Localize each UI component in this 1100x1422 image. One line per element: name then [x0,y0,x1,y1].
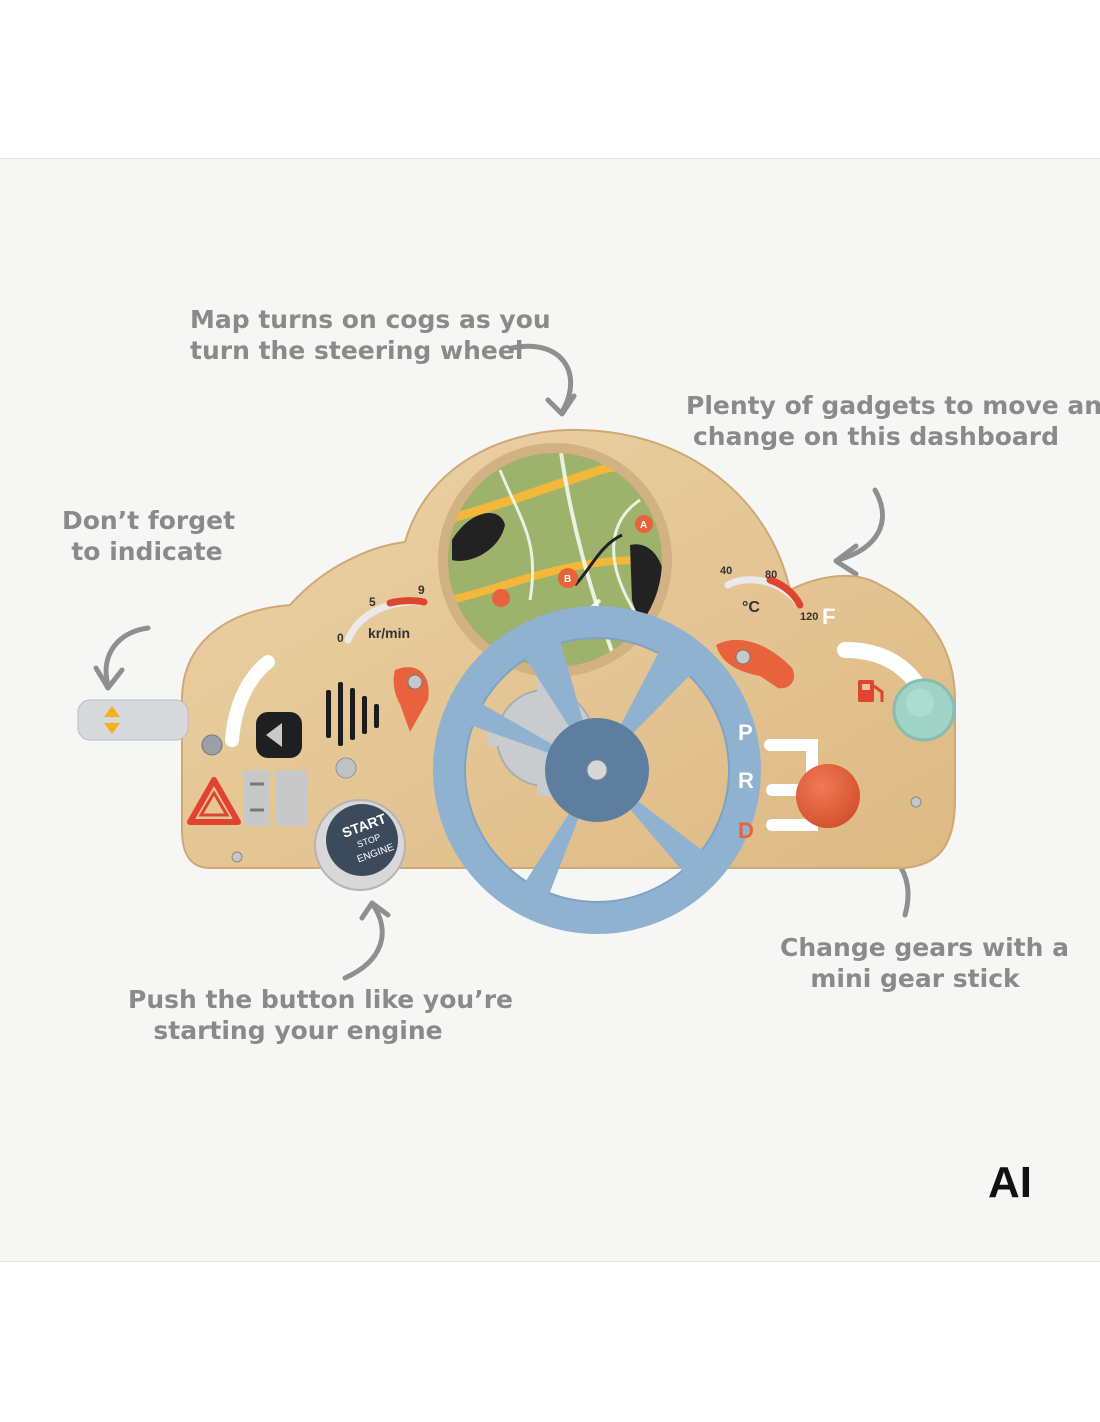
caption-indicate-line1: Don’t forget [62,506,236,535]
caption-map-line2: turn the steering wheel [190,336,524,365]
rpm-unit: kr/min [368,625,410,641]
arrow-gadgets [835,487,885,563]
start-engine-button [326,804,398,876]
steering-wheel [433,606,761,934]
caption-gears-line2: mini gear stick [810,964,1020,993]
fuel-icon [858,680,874,702]
arrow-map [509,343,574,415]
arrow-engine [342,902,385,981]
temp-tick-80: 80 [765,569,777,581]
temp-tick-120: 120 [800,611,818,623]
caption-gadgets: Plenty of gadgets to move and change on … [686,390,1100,452]
gear-r: R [738,768,754,793]
temp-tick-40: 40 [720,565,732,577]
rpm-tick-0: 0 [337,631,344,645]
hazard-icon [187,777,241,825]
caption-indicate-line2: to indicate [71,537,223,566]
gear-p: P [738,720,753,745]
gear-d: D [738,818,754,843]
map-marker-b: B [564,574,571,585]
indicator-lever [77,699,189,741]
screws [231,796,922,863]
caption-engine: Push the button like you’re starting you… [128,984,513,1046]
rpm-tick-5: 5 [369,595,376,609]
gear-stick-knob [796,764,860,828]
caption-gadgets-line2: change on this dashboard [692,422,1060,451]
fuel-full-label: F [822,604,835,629]
caption-gadgets-line1: Plenty of gadgets to move and [686,391,1100,420]
caption-map-line1: Map turns on cogs as you [190,305,551,334]
caption-map: Map turns on cogs as you turn the steeri… [190,304,551,366]
caption-indicate: Don’t forget to indicate [62,505,236,567]
temp-unit: °C [742,599,760,616]
speaker-grille [326,682,379,746]
caption-gears-line1: Change gears with a [780,933,1069,962]
caption-engine-line1: Push the button like you’re [128,985,513,1014]
ai-badge: AI [988,1158,1032,1207]
arrow-indicate [103,625,151,688]
caption-gears: Change gears with a mini gear stick [780,932,1069,994]
caption-engine-line2: starting your engine [153,1016,443,1045]
rpm-tick-9: 9 [418,583,425,597]
map-marker-a: A [640,520,647,531]
